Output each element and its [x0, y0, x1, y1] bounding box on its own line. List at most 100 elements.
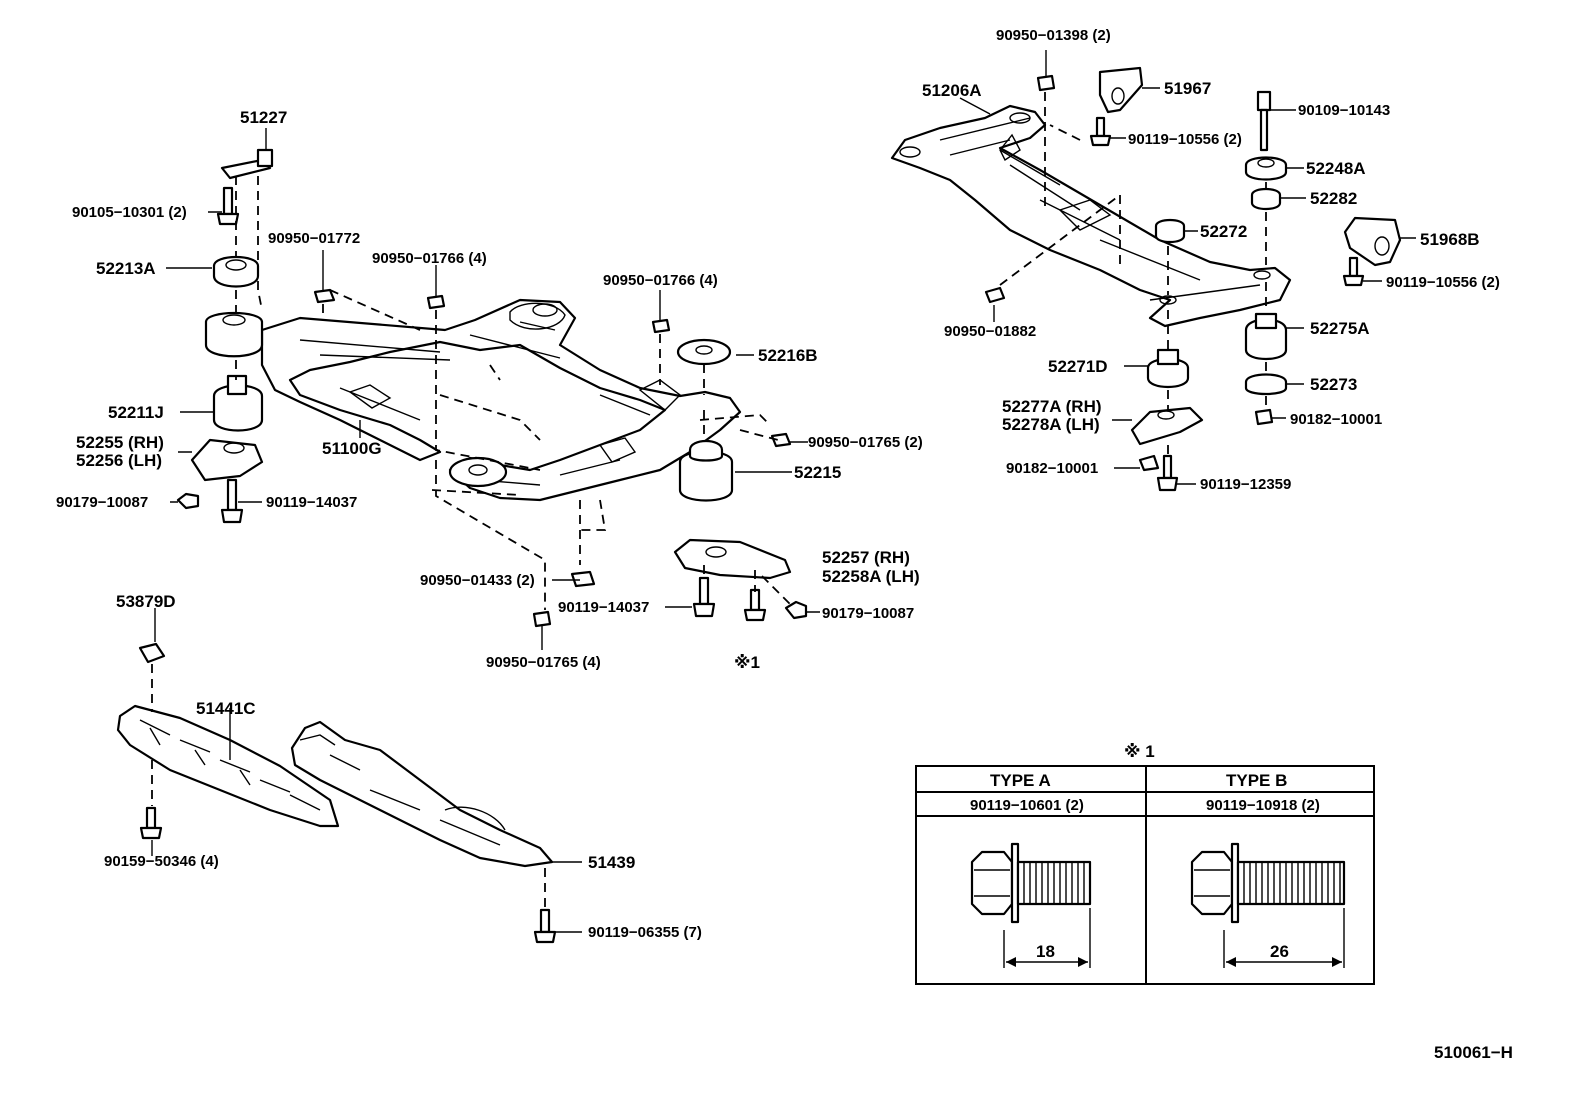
label-90182-10001-b: 90182−10001: [1006, 460, 1098, 477]
label-52258A: 52258A (LH): [822, 567, 920, 586]
label-52257: 52257 (RH): [822, 548, 910, 567]
bolt-icon: [1089, 116, 1112, 147]
bushing-icon: [204, 312, 264, 358]
note-table: ※ 1 TYPE A TYPE B 90119−10601 (2) 90119−…: [915, 742, 1375, 985]
bushing-52215-icon: [678, 439, 734, 502]
nut-icon: [784, 600, 808, 620]
bolt-icon: [216, 186, 240, 226]
bolt-icon: [220, 478, 244, 524]
nut-icon: [770, 432, 792, 448]
label-90105-10301: 90105−10301 (2): [72, 204, 187, 221]
bolt-icon: [533, 908, 557, 944]
note-table-title: ※ 1: [1124, 742, 1155, 761]
bushing-52272-icon: [1154, 218, 1186, 244]
cover-51441C-icon: [116, 704, 340, 828]
label-53879D: 53879D: [116, 592, 176, 611]
label-51441C: 51441C: [196, 699, 256, 718]
label-52278A: 52278A (LH): [1002, 415, 1100, 434]
label-51206A: 51206A: [922, 81, 982, 100]
bolt-icon: [1156, 454, 1179, 492]
clip-53879D-icon: [138, 642, 166, 664]
bushing-52248A-icon: [1244, 156, 1288, 181]
nut-icon: [570, 570, 596, 588]
stopper-52277A-icon: [1130, 406, 1204, 446]
label-52282: 52282: [1310, 189, 1357, 208]
label-51439: 51439: [588, 853, 635, 872]
bolt-icon: [692, 576, 716, 618]
label-52256: 52256 (LH): [76, 451, 162, 470]
front-crossmember-frame-icon: [260, 298, 742, 502]
bolt-icon: [743, 588, 767, 622]
bushing-52216B-icon: [676, 338, 732, 366]
bushing-52211J-icon: [212, 374, 264, 432]
label-52272: 52272: [1200, 222, 1247, 241]
nut-icon: [651, 318, 671, 334]
bushing-52213A-icon: [212, 256, 260, 288]
type-b-header: TYPE B: [1226, 771, 1287, 790]
label-52275A: 52275A: [1310, 319, 1370, 338]
label-90179-10087-b: 90179−10087: [822, 605, 914, 622]
type-a-part: 90119−10601 (2): [970, 797, 1084, 814]
bolt-icon: [1256, 90, 1272, 152]
nut-icon: [1254, 408, 1274, 426]
label-51100G: 51100G: [322, 439, 382, 458]
label-90119-14037-a: 90119−14037: [266, 494, 357, 511]
label-90119-14037-b: 90119−14037: [558, 599, 649, 616]
label-note-1: ※1: [734, 653, 760, 672]
label-90119-12359: 90119−12359: [1200, 476, 1291, 493]
bushing-52271D-icon: [1146, 348, 1190, 389]
type-b-part: 90119−10918 (2): [1206, 797, 1320, 814]
label-90159-50346: 90159−50346 (4): [104, 853, 219, 870]
label-51227: 51227: [240, 108, 287, 127]
bracket-51967-icon: [1098, 66, 1144, 114]
label-52213A: 52213A: [96, 259, 156, 278]
bolt-type-b-icon: [1190, 842, 1346, 924]
label-90950-01766-b: 90950−01766 (4): [603, 272, 718, 289]
stopper-52255-icon: [190, 438, 264, 482]
label-90119-10556-a: 90119−10556 (2): [1128, 131, 1242, 148]
cover-51439-icon: [290, 720, 554, 868]
bushing-52282-icon: [1250, 187, 1282, 211]
label-90182-10001-a: 90182−10001: [1290, 411, 1382, 428]
bracket-51968B-icon: [1343, 216, 1402, 267]
label-52277A: 52277A (RH): [1002, 397, 1102, 416]
nut-icon: [176, 492, 200, 510]
nut-icon: [313, 288, 336, 304]
label-90950-01433: 90950−01433 (2): [420, 572, 535, 589]
bolt-icon: [1342, 256, 1365, 287]
label-52248A: 52248A: [1306, 159, 1366, 178]
figure-id: 510061−H: [1434, 1043, 1513, 1062]
type-b-length: 26: [1270, 942, 1289, 961]
label-90950-01882: 90950−01882: [944, 323, 1036, 340]
label-52271D: 52271D: [1048, 357, 1108, 376]
label-51968B: 51968B: [1420, 230, 1480, 249]
label-90950-01766-a: 90950−01766 (4): [372, 250, 487, 267]
label-52211J: 52211J: [108, 403, 164, 422]
label-90119-10556-b: 90119−10556 (2): [1386, 274, 1500, 291]
nut-icon: [984, 286, 1006, 304]
label-90950-01765-a: 90950−01765 (2): [808, 434, 923, 451]
label-52215: 52215: [794, 463, 841, 482]
bolt-icon: [139, 806, 163, 840]
label-52216B: 52216B: [758, 346, 818, 365]
label-90950-01772: 90950−01772: [268, 230, 360, 247]
nut-icon: [532, 610, 552, 628]
bolt-type-a-icon: [970, 842, 1092, 924]
type-a-header: TYPE A: [990, 771, 1051, 790]
nut-icon: [1036, 74, 1056, 92]
label-52273: 52273: [1310, 375, 1357, 394]
stopper-52257-icon: [673, 538, 792, 580]
label-52255: 52255 (RH): [76, 433, 164, 452]
label-90179-10087-a: 90179−10087: [56, 494, 148, 511]
label-51967: 51967: [1164, 79, 1211, 98]
nut-icon: [1138, 454, 1160, 472]
label-90950-01765-b: 90950−01765 (4): [486, 654, 601, 671]
type-a-length: 18: [1036, 942, 1055, 961]
bushing-52273-icon: [1244, 373, 1288, 396]
bushing-52275A-icon: [1244, 312, 1288, 361]
label-90950-01398: 90950−01398 (2): [996, 27, 1111, 44]
label-90119-06355: 90119−06355 (7): [588, 924, 702, 941]
nut-icon: [426, 294, 446, 310]
